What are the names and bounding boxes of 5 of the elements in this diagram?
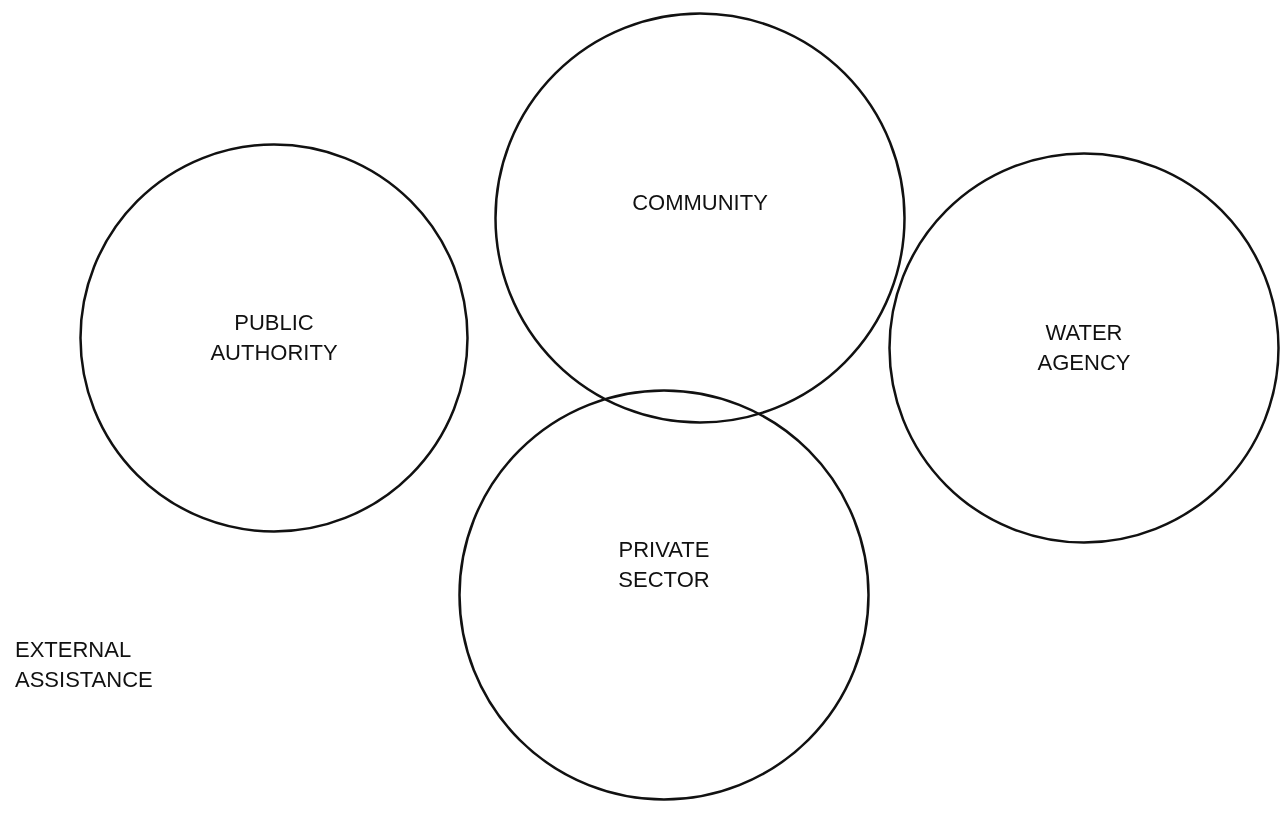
circle-label: COMMUNITY [631, 189, 769, 217]
circle-label: PUBLIC AUTHORITY [209, 309, 339, 367]
circle-label: PRIVATE SECTOR [617, 536, 711, 594]
text-label: EXTERNAL ASSISTANCE [15, 636, 154, 694]
circle-label: WATER AGENCY [1036, 319, 1132, 377]
